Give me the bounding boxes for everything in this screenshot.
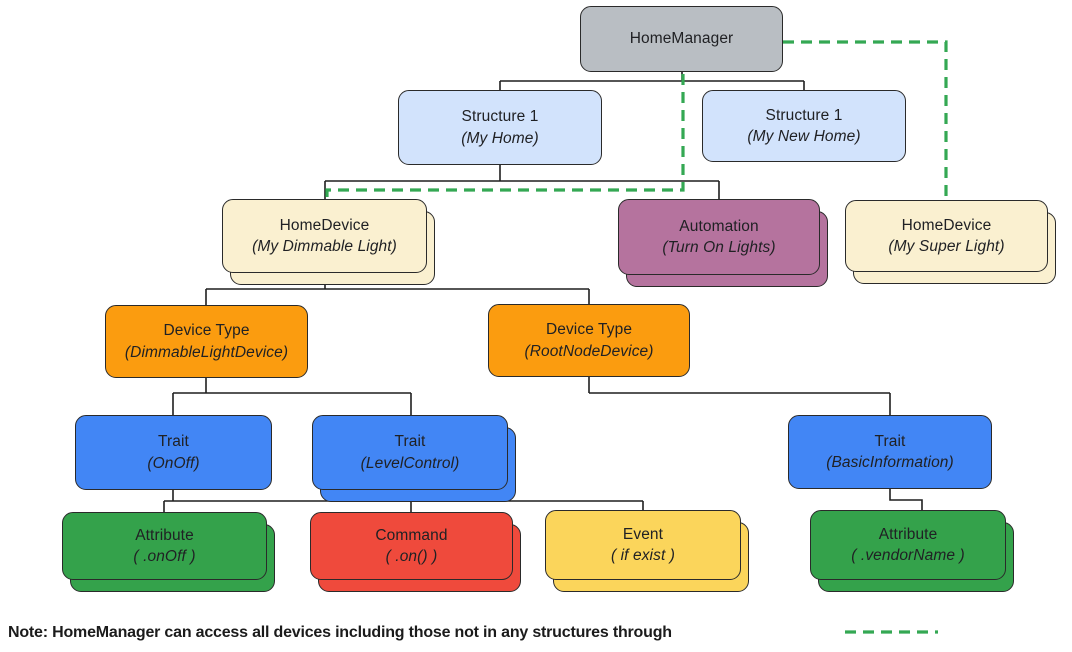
node-device-type-dimmable: Device Type (DimmableLightDevice) <box>105 305 308 378</box>
node-title: Trait <box>874 432 906 450</box>
node-title: Trait <box>158 433 189 451</box>
node-title: Attribute <box>878 525 938 543</box>
node-title: Automation <box>679 217 759 235</box>
node-home-device-super: HomeDevice (My Super Light) <box>845 200 1056 284</box>
node-subtitle: ( if exist ) <box>610 547 676 564</box>
node-title: Command <box>375 526 448 544</box>
node-subtitle: ( .on() ) <box>385 548 438 565</box>
node-device-type-rootnode: Device Type (RootNodeDevice) <box>488 304 690 377</box>
node-subtitle: (My New Home) <box>747 128 861 145</box>
node-subtitle: (Turn On Lights) <box>662 239 776 256</box>
node-subtitle: (DimmableLightDevice) <box>124 343 289 361</box>
node-subtitle: (My Dimmable Light) <box>252 238 397 255</box>
node-trait-basicinformation: Trait (BasicInformation) <box>788 415 992 489</box>
note-text: Note: HomeManager can access all devices… <box>8 624 672 641</box>
node-title: Attribute <box>135 526 194 544</box>
node-subtitle: ( .vendorName ) <box>851 547 965 564</box>
node-trait-levelcontrol: Trait (LevelControl) <box>312 415 516 502</box>
node-attribute-onoff: Attribute ( .onOff ) <box>62 512 275 592</box>
node-subtitle: (My Home) <box>461 129 539 147</box>
node-title: Structure 1 <box>765 106 843 124</box>
node-attribute-vendorname: Attribute ( .vendorName ) <box>810 510 1014 592</box>
dashed-access-links <box>325 40 948 634</box>
node-title: Structure 1 <box>461 108 539 126</box>
node-title: Event <box>622 525 664 543</box>
node-subtitle: (BasicInformation) <box>826 454 954 471</box>
node-title: Device Type <box>163 322 250 340</box>
node-subtitle: (LevelControl) <box>360 454 460 472</box>
node-subtitle: (My Super Light) <box>888 238 1005 255</box>
node-title: HomeManager <box>629 30 734 48</box>
node-home-manager: HomeManager <box>580 6 783 72</box>
node-title: Device Type <box>545 321 633 339</box>
node-subtitle: ( .onOff ) <box>133 548 196 565</box>
node-subtitle: (RootNodeDevice) <box>524 342 654 360</box>
node-title: HomeDevice <box>901 216 992 234</box>
node-command-on: Command ( .on() ) <box>310 512 521 592</box>
node-title: HomeDevice <box>279 216 370 234</box>
node-event-if-exist: Event ( if exist ) <box>545 510 749 592</box>
dashed-link-to-dimmable-light <box>325 74 685 199</box>
node-home-device-dimmable: HomeDevice (My Dimmable Light) <box>222 199 435 285</box>
node-structure-my-new-home: Structure 1 (My New Home) <box>702 90 906 162</box>
node-automation: Automation (Turn On Lights) <box>618 199 828 287</box>
node-subtitle: (OnOff) <box>147 454 200 472</box>
node-structure-my-home: Structure 1 (My Home) <box>398 90 602 165</box>
node-title: Trait <box>394 433 426 451</box>
node-trait-onoff: Trait (OnOff) <box>75 415 272 490</box>
dashed-link-to-super-light <box>783 40 948 199</box>
